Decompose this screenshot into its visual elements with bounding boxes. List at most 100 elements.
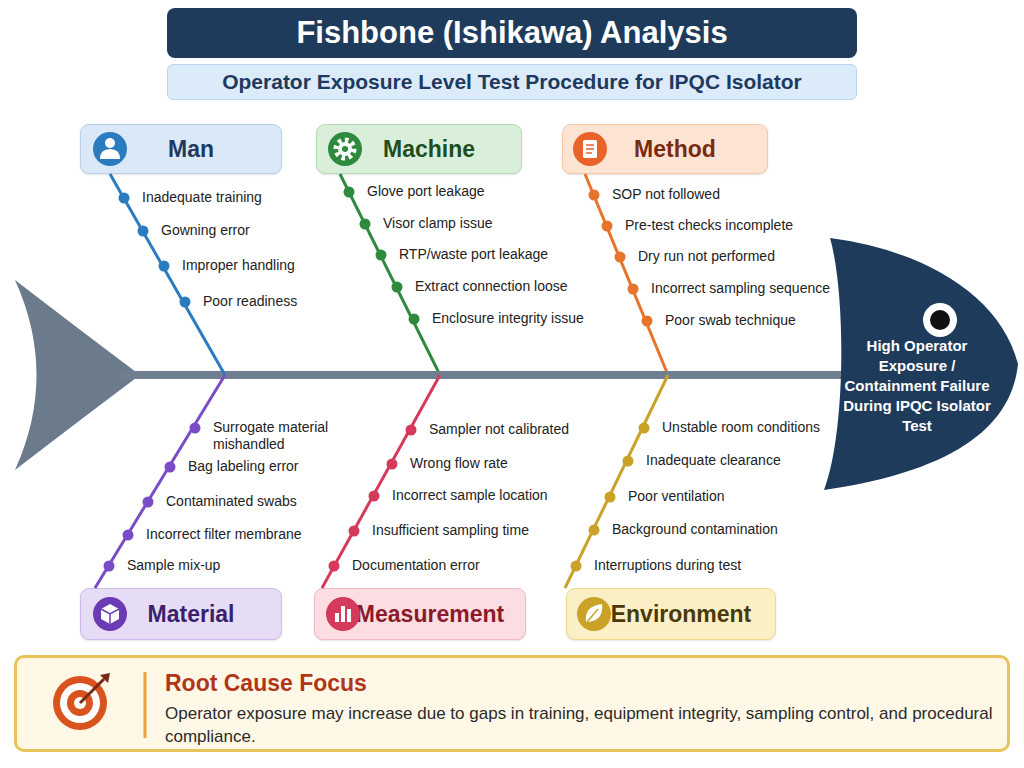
cause-dot — [628, 284, 639, 295]
cause-label: Surrogate material mishandled — [213, 419, 335, 453]
cause-label: Visor clamp issue — [383, 215, 492, 232]
fish-head-outline — [824, 238, 1018, 490]
bone-line — [585, 174, 668, 375]
cause-dot — [392, 282, 403, 293]
cause-dot — [349, 526, 360, 537]
cause-dot — [119, 193, 130, 204]
cause-dot — [642, 316, 653, 327]
target-arrow — [80, 679, 104, 703]
category-label: Method — [634, 136, 716, 163]
bar-icon — [347, 609, 351, 622]
cause-label: SOP not followed — [612, 186, 720, 203]
category-label: Machine — [383, 136, 475, 163]
cube-icon — [101, 604, 119, 624]
bone-line — [565, 375, 668, 588]
cause-dot — [589, 525, 600, 536]
cause-label: Extract connection loose — [415, 278, 568, 295]
target-ring — [60, 683, 100, 723]
bone-line — [340, 174, 440, 375]
category-label: Man — [168, 136, 214, 163]
cause-dot — [387, 459, 398, 470]
leaf-vein — [587, 609, 598, 622]
bar-icon — [341, 606, 345, 622]
category-box: Material — [80, 588, 282, 640]
cause-label: Poor ventilation — [628, 488, 725, 505]
gear-teeth — [336, 140, 354, 158]
cause-dot — [190, 423, 201, 434]
cause-dot — [104, 561, 115, 572]
cause-dot — [376, 250, 387, 261]
cause-label: Inadequate clearance — [646, 452, 781, 469]
category-box: Environment — [566, 588, 776, 640]
cause-dot — [406, 425, 417, 436]
cause-dot — [123, 530, 134, 541]
diagram-title: Fishbone (Ishikawa) Analysis — [167, 8, 857, 58]
cause-label: Background contamination — [612, 521, 778, 538]
document-line — [586, 148, 594, 150]
cause-label: Poor swab technique — [665, 312, 796, 329]
leaf-icon — [586, 604, 602, 622]
cause-dot — [344, 187, 355, 198]
target-icon — [53, 676, 107, 730]
cause-dot — [165, 462, 176, 473]
cause-dot — [571, 561, 582, 572]
gear-hole — [342, 146, 348, 152]
fishbone-bone — [340, 174, 812, 375]
root-cause-box: Root Cause FocusOperator exposure may in… — [14, 655, 1010, 752]
cause-label: Enclosure integrity issue — [432, 310, 584, 327]
cause-label: Incorrect filter membrane — [146, 526, 302, 543]
cause-label: Bag labeling error — [188, 458, 299, 475]
subtitle-band: Operator Exposure Level Test Procedure f… — [167, 64, 857, 100]
cause-label: Incorrect sampling sequence — [651, 280, 830, 297]
fishbone-bone — [585, 174, 812, 375]
cause-label: Sampler not calibrated — [429, 421, 569, 438]
cause-label: Insufficient sampling time — [372, 522, 529, 539]
focus-heading: Root Cause Focus — [165, 670, 367, 697]
fishbone-bone — [95, 375, 812, 588]
fish-spine — [120, 371, 845, 379]
spine-segment — [668, 371, 812, 379]
cause-dot — [369, 491, 380, 502]
cause-label: RTP/waste port leakage — [399, 246, 548, 263]
cube-edges — [101, 609, 119, 624]
cause-dot — [180, 297, 191, 308]
cause-label: Inadequate training — [142, 189, 262, 206]
cause-label: Interruptions during test — [594, 557, 741, 574]
cause-label: Contaminated swabs — [166, 493, 297, 510]
cause-label: Documentation error — [352, 557, 480, 574]
bone-line — [322, 375, 440, 588]
man-icon — [93, 132, 127, 166]
category-label: Environment — [611, 601, 752, 628]
target-arrow-head — [100, 673, 110, 683]
cause-label: Unstable room conditions — [662, 419, 820, 436]
fish-eye — [923, 303, 957, 337]
subtitle-text: Operator Exposure Level Test Procedure f… — [222, 70, 802, 94]
cause-label: Improper handling — [182, 257, 295, 274]
focus-body: Operator exposure may increase due to ga… — [165, 702, 995, 748]
cause-dot — [409, 314, 420, 325]
machine-icon — [328, 132, 362, 166]
spine-segment — [668, 371, 812, 379]
cause-dot — [589, 190, 600, 201]
category-box: Method — [562, 124, 768, 174]
measurement-icon — [326, 597, 360, 631]
target-center — [74, 697, 86, 709]
man-icon-head — [105, 138, 115, 148]
environment-icon — [577, 597, 611, 631]
cause-dot — [639, 423, 650, 434]
method-icon — [573, 132, 607, 166]
gear-body — [338, 142, 352, 156]
effect-text: High Operator Exposure / Containment Fai… — [842, 336, 992, 436]
fish-eye-pupil — [930, 310, 950, 330]
cause-label: Poor readiness — [203, 293, 297, 310]
spine-segment — [440, 371, 812, 379]
cause-dot — [615, 252, 626, 263]
fish-head: High Operator Exposure / Containment Fai… — [812, 232, 1022, 494]
material-icon — [93, 597, 127, 631]
cause-label: Pre-test checks incomplete — [625, 217, 793, 234]
document-line — [586, 152, 592, 154]
bar-icon — [335, 613, 339, 622]
fishbone-bone — [322, 375, 812, 588]
